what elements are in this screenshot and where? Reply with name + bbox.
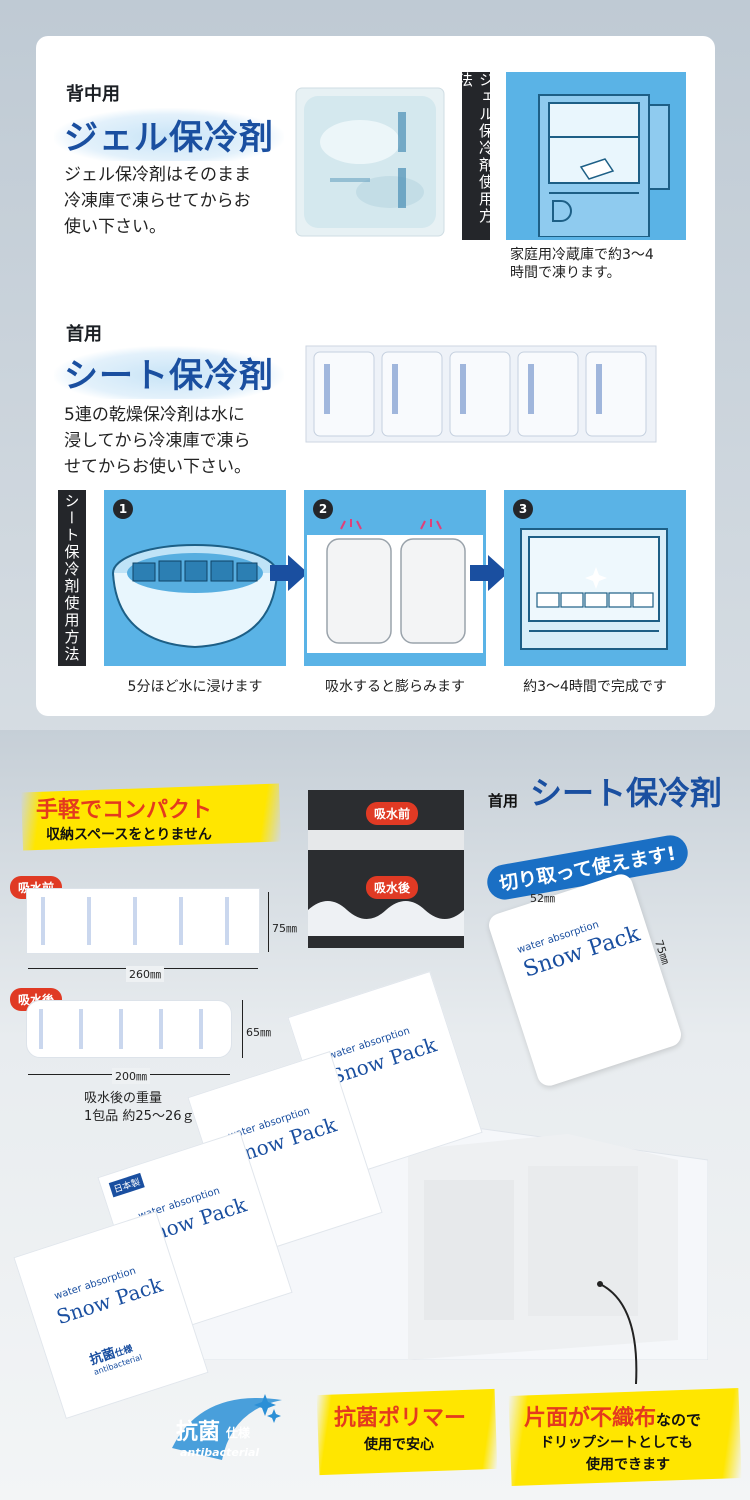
before-pack-image bbox=[26, 888, 260, 954]
weight-info: 吸水後の重量 1包品 約25〜26ｇ bbox=[84, 1090, 195, 1126]
antibacterial-logo: 抗菌 仕様 antibacterial bbox=[166, 1388, 286, 1468]
polymer-title: 抗菌ポリマー bbox=[334, 1406, 467, 1431]
before-height: 75㎜ bbox=[272, 922, 297, 935]
antibac-logo-big: 抗菌 bbox=[176, 1420, 221, 1445]
sheet-description: 5連の乾燥保冷剤は水に 浸してから冷凍庫で凍ら せてからお使い下さい。 bbox=[64, 405, 251, 477]
bottom-heading-big: シート保冷剤 bbox=[530, 774, 723, 812]
after-width: 200㎜ bbox=[112, 1068, 150, 1084]
step-3-number: 3 bbox=[513, 499, 533, 519]
freezer-caption: 家庭用冷蔵庫で約3〜4 時間で凍ります。 bbox=[510, 247, 654, 281]
polymer-subtitle: 使用で安心 bbox=[364, 1437, 434, 1453]
photo-before-badge: 吸水前 bbox=[366, 802, 419, 825]
step-1-caption: 5分ほど水に浸けます bbox=[127, 679, 263, 695]
compact-title: 手軽でコンパクト bbox=[36, 798, 213, 823]
nonwoven-sub-2: 使用できます bbox=[586, 1457, 670, 1473]
step-2-caption: 吸水すると膨らみます bbox=[325, 679, 465, 695]
after-height: 65㎜ bbox=[246, 1026, 271, 1039]
after-pack-image bbox=[26, 1000, 232, 1058]
before-width: 260㎜ bbox=[126, 966, 164, 982]
sheet-title: シート保冷剤 bbox=[54, 346, 284, 399]
step-1-number: 1 bbox=[113, 499, 133, 519]
after-height-line bbox=[242, 1000, 243, 1058]
gel-usage-label: ジェル保冷剤使用方法 bbox=[456, 72, 495, 240]
photo-after-badge: 吸水後 bbox=[366, 876, 419, 899]
nonwoven-title: 片面が不織布 bbox=[524, 1406, 657, 1431]
antibac-logo-small: 仕様 bbox=[226, 1426, 251, 1440]
step-3-panel: 3 bbox=[504, 490, 686, 666]
step-arrow-1-icon bbox=[288, 555, 308, 591]
sheet-usage-label: シート保冷剤使用方法 bbox=[58, 490, 86, 666]
antibac-logo-en: antibacterial bbox=[180, 1446, 260, 1459]
callout-line bbox=[597, 1281, 638, 1385]
piece-width: 52㎜ bbox=[530, 892, 555, 905]
step-2-number: 2 bbox=[313, 499, 333, 519]
weight-label: 吸水後の重量 bbox=[84, 1091, 163, 1106]
step-arrow-2-icon bbox=[488, 555, 508, 591]
nonwoven-sub-1: ドリップシートとしても bbox=[540, 1435, 693, 1451]
compact-subtitle: 収納スペースをとりません bbox=[46, 827, 212, 843]
nonwoven-title-row: 片面が不織布なので bbox=[524, 1400, 701, 1432]
step-arrow-2-stem bbox=[470, 565, 490, 581]
freezer-illustration bbox=[506, 72, 686, 240]
step-arrow-1-stem bbox=[270, 565, 290, 581]
gel-pack-image bbox=[290, 82, 450, 242]
sheet-label: 首用 bbox=[66, 324, 102, 345]
step-3-caption: 約3〜4時間で完成です bbox=[523, 679, 667, 695]
nonwoven-title-tail: なので bbox=[656, 1411, 702, 1429]
sheet-pack-image bbox=[304, 344, 658, 444]
gel-title: ジェル保冷剤 bbox=[54, 108, 284, 161]
before-height-line bbox=[268, 892, 269, 952]
step-1-panel: 1 bbox=[104, 490, 286, 666]
bottom-heading-small: 首用 bbox=[488, 792, 519, 810]
soak-comparison-photo: 吸水前 吸水後 bbox=[308, 790, 464, 948]
step-2-panel: 2 bbox=[304, 490, 486, 666]
gel-label: 背中用 bbox=[66, 84, 120, 105]
weight-value: 1包品 約25〜26ｇ bbox=[84, 1109, 195, 1124]
gel-description: ジェル保冷剤はそのまま 冷凍庫で凍らせてからお 使い下さい。 bbox=[64, 165, 251, 237]
